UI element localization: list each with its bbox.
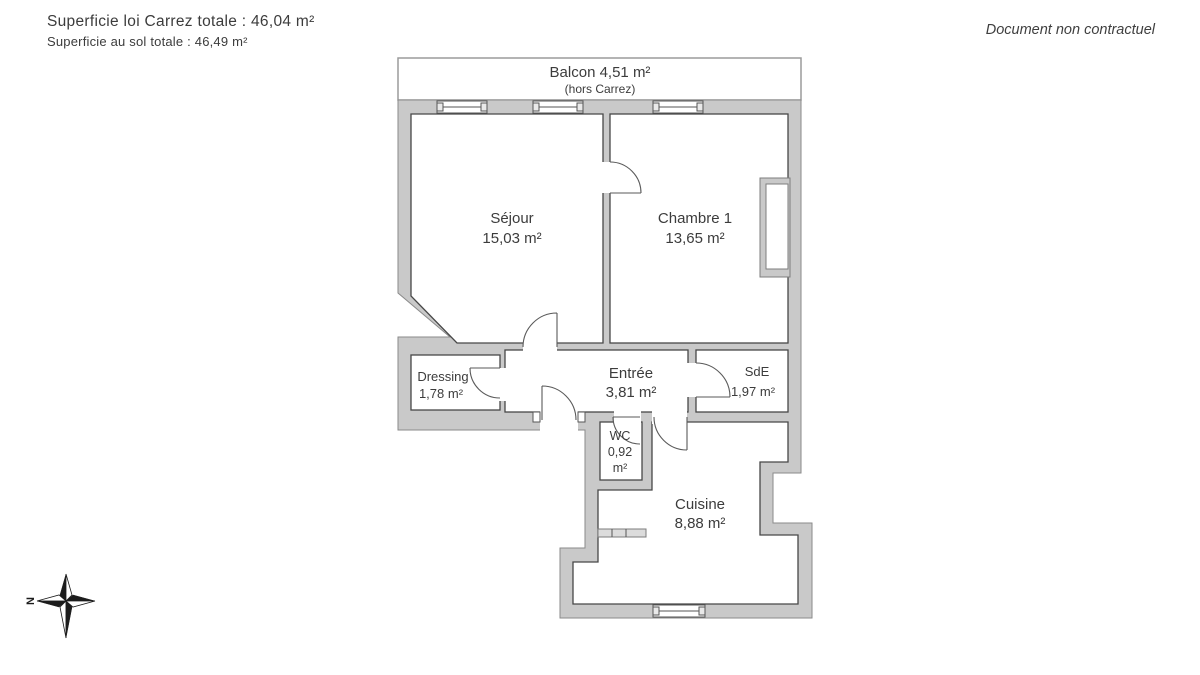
opening-sde <box>686 363 698 397</box>
label-cuisine-area: 8,88 m² <box>675 515 726 532</box>
window-sejour-2 <box>532 100 584 114</box>
label-chambre1-area: 13,65 m² <box>665 230 724 247</box>
label-wc-area2: m² <box>613 461 628 475</box>
label-sejour-name: Séjour <box>490 210 533 227</box>
room-cuisine <box>572 421 799 605</box>
compass-icon: N <box>25 573 96 639</box>
balcony-sublabel: (hors Carrez) <box>565 82 636 96</box>
balcony: Balcon 4,51 m² (hors Carrez) <box>397 57 802 101</box>
wall-niche <box>759 177 791 278</box>
door-wc <box>612 416 641 445</box>
label-sejour-area: 15,03 m² <box>482 230 541 247</box>
balcony-label: Balcon 4,51 m² <box>550 64 651 81</box>
label-chambre1-name: Chambre 1 <box>658 210 732 227</box>
opening-sejour <box>523 340 557 352</box>
window-chambre1 <box>652 100 704 114</box>
kitchen-counter <box>597 528 647 538</box>
entrance-jamb-right <box>577 411 586 423</box>
label-wc-area1: 0,92 <box>608 445 632 459</box>
disclaimer-label: Document non contractuel <box>986 22 1156 38</box>
label-entree-area: 3,81 m² <box>606 384 657 401</box>
room-sejour <box>410 113 604 344</box>
door-chambre1 <box>609 161 642 194</box>
label-cuisine-name: Cuisine <box>675 496 725 513</box>
door-sejour <box>522 312 558 348</box>
opening-chambre1 <box>601 162 612 193</box>
carrez-total-label: Superficie loi Carrez totale : 46,04 m² <box>47 13 315 30</box>
opening-dressing <box>494 368 508 401</box>
label-sde-name: SdE <box>745 364 770 379</box>
window-sejour-1 <box>436 100 488 114</box>
door-entrance <box>541 385 577 421</box>
room-sde <box>695 349 789 413</box>
window-cuisine <box>652 604 706 618</box>
door-cuisine <box>653 416 688 451</box>
opening-cuisine <box>652 410 687 424</box>
compass-north-label: N <box>25 597 37 605</box>
entrance-jamb-left <box>532 411 541 423</box>
room-dressing <box>410 354 501 411</box>
label-wc-name: WC <box>610 429 631 443</box>
room-wc <box>599 421 643 481</box>
room-entree <box>504 349 689 413</box>
label-dressing-area: 1,78 m² <box>419 386 464 401</box>
floor-total-label: Superficie au sol totale : 46,49 m² <box>47 34 248 49</box>
door-sde <box>695 362 731 398</box>
label-entree-name: Entrée <box>609 365 653 382</box>
door-dressing <box>469 367 501 399</box>
opening-entrance <box>540 410 578 432</box>
balcony-outline <box>397 57 802 101</box>
label-dressing-name: Dressing <box>417 369 468 384</box>
label-sde-area: 1,97 m² <box>731 384 776 399</box>
